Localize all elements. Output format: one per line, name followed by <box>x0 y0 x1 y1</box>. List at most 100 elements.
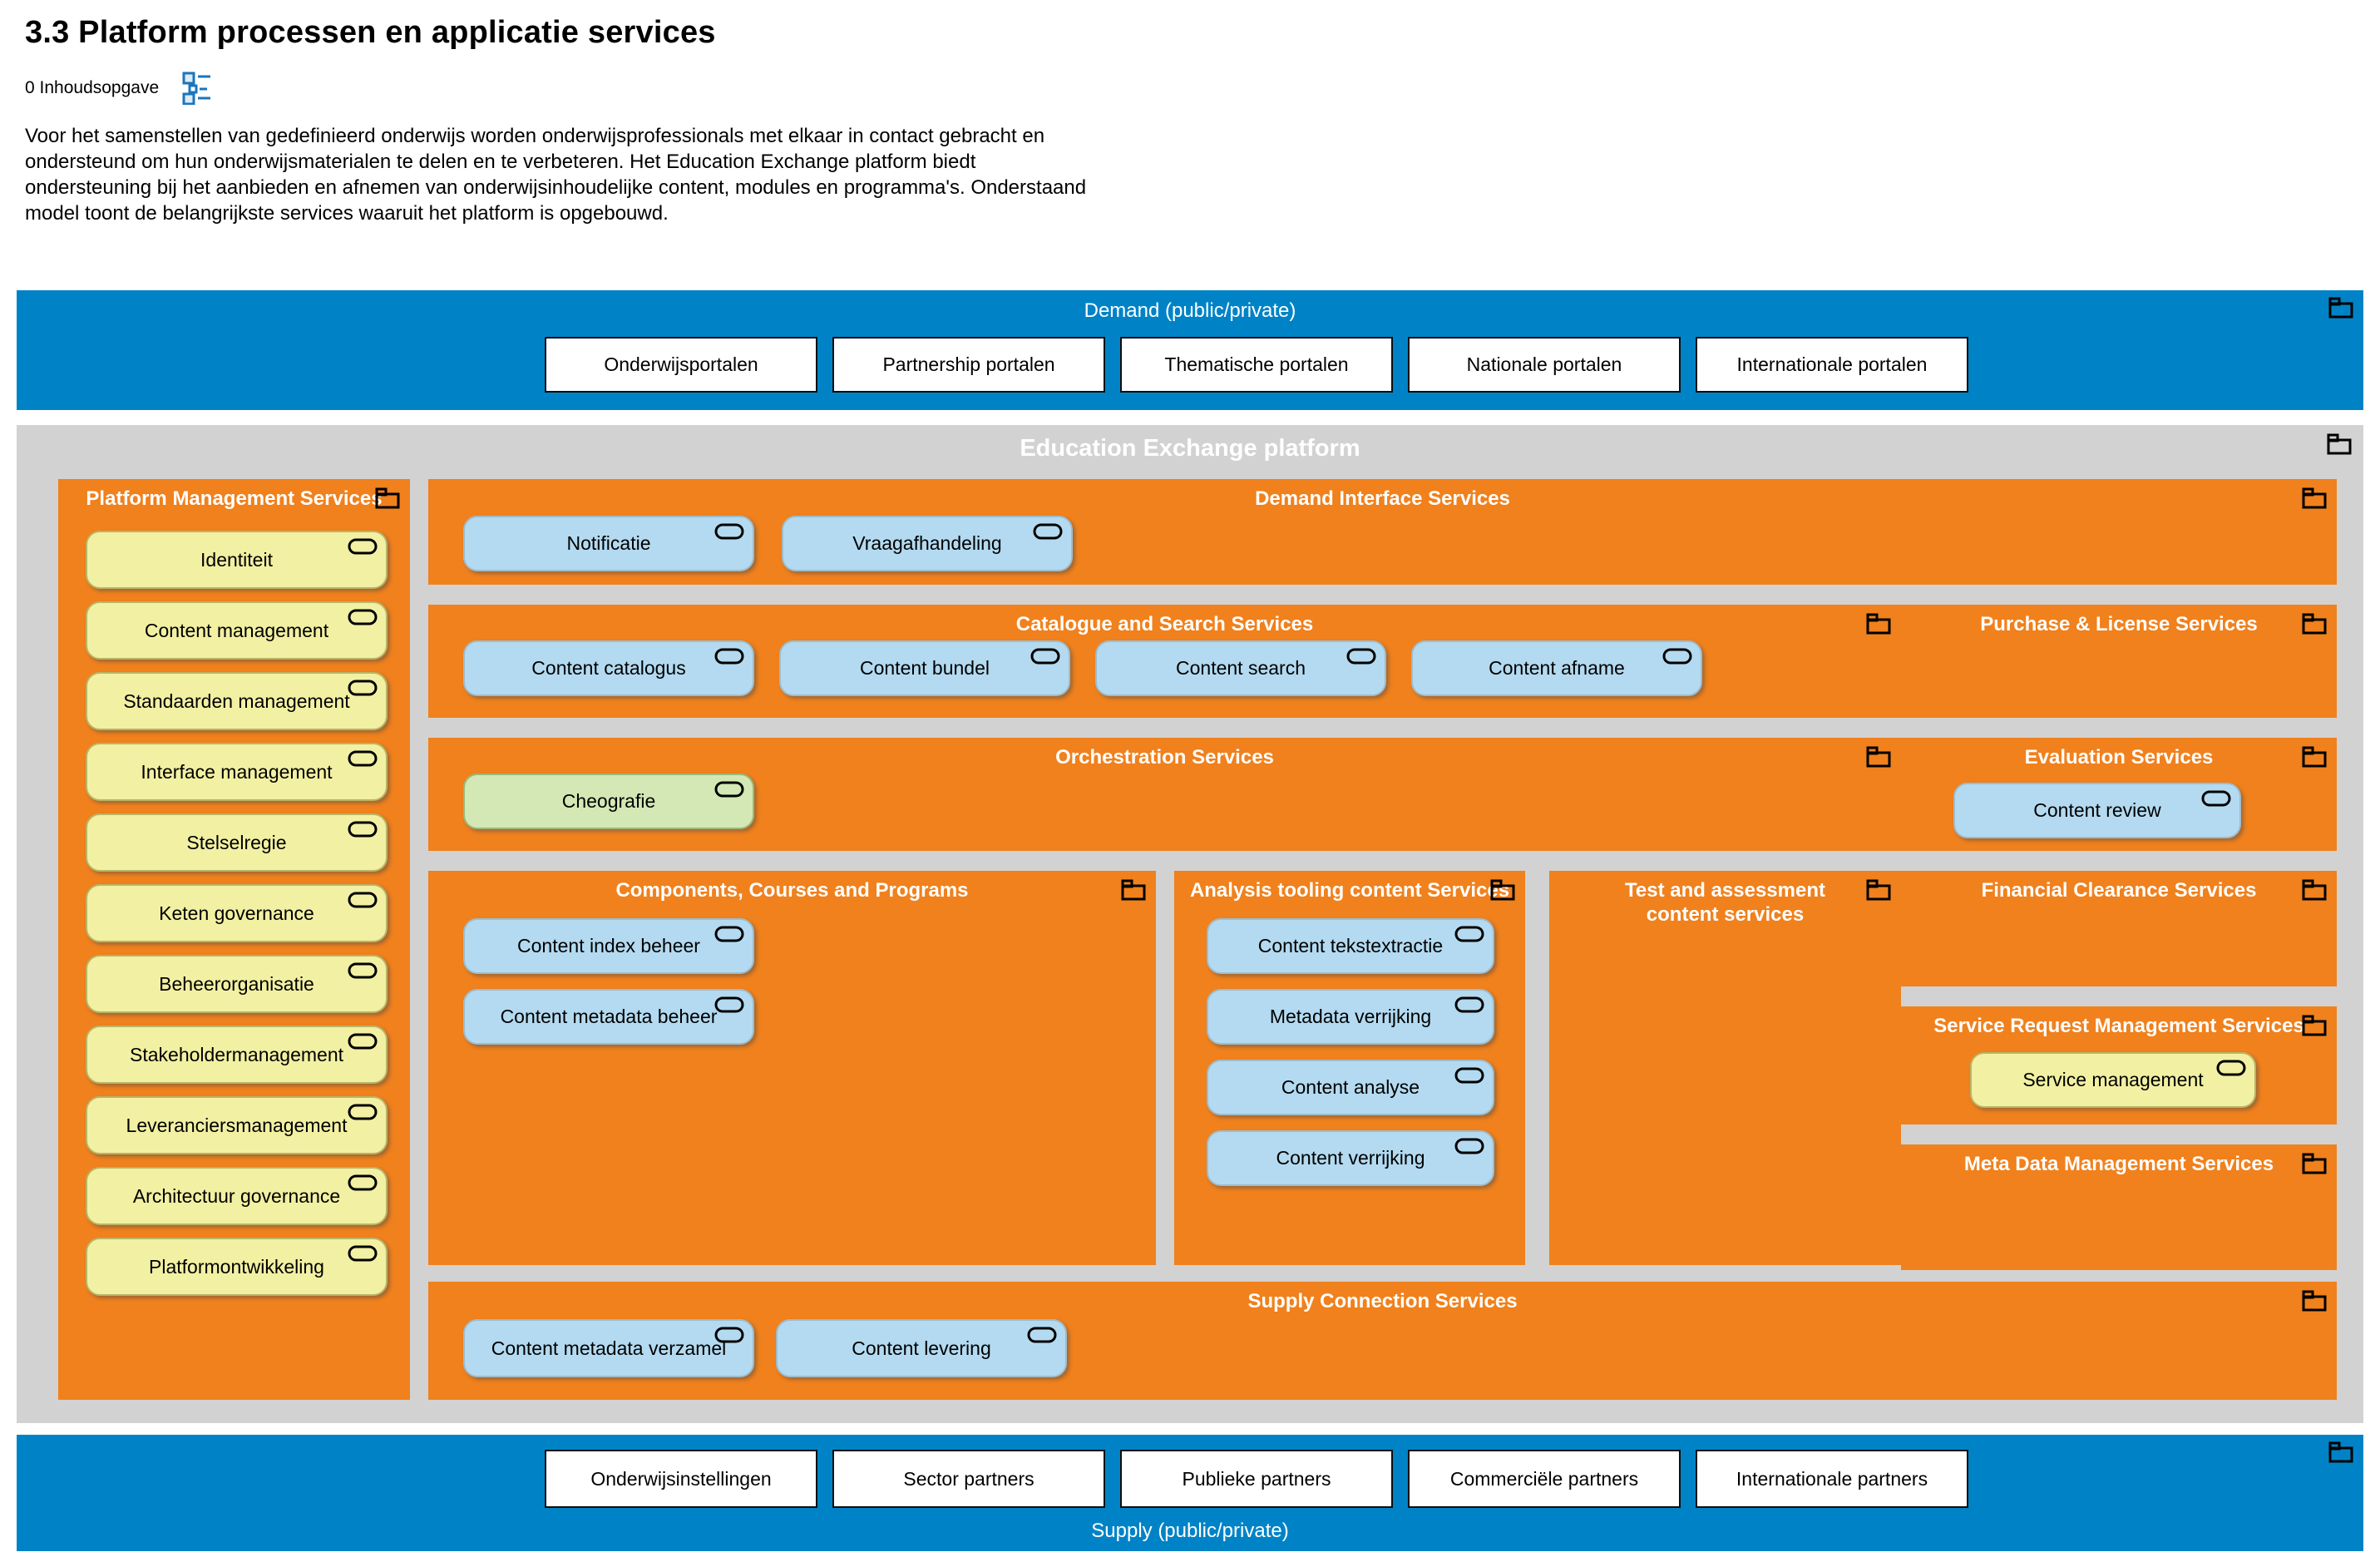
service-content-levering: Content levering <box>776 1319 1067 1377</box>
application-service-icon <box>1030 648 1060 665</box>
group-components-courses-programs: Components, Courses and Programs Content… <box>428 871 1156 1265</box>
application-service-icon <box>1454 1138 1484 1154</box>
education-exchange-platform: Education Exchange platform Platform Man… <box>17 425 2363 1423</box>
application-service-icon <box>348 538 378 555</box>
folder-icon <box>375 487 400 509</box>
service-content-index-beheer: Content index beheer <box>463 918 754 974</box>
service-label: Content verrijking <box>1276 1147 1425 1169</box>
service-label: Content metadata beheer <box>500 1006 718 1027</box>
folder-icon <box>2302 613 2327 635</box>
application-service-icon <box>348 1174 378 1191</box>
application-service-icon <box>1454 926 1484 942</box>
application-service-icon <box>348 962 378 979</box>
folder-icon <box>1866 746 1891 768</box>
service-content-management: Content management <box>86 601 388 660</box>
folder-icon <box>1866 879 1891 901</box>
group-purchase-license-services: Purchase & License Services <box>1901 605 2337 718</box>
folder-icon <box>2328 1441 2353 1463</box>
service-label: Vraagafhandeling <box>852 532 1002 554</box>
service-keten-governance: Keten governance <box>86 884 388 942</box>
application-service-icon <box>714 1327 744 1343</box>
service-label: Content metadata verzamel <box>491 1337 727 1359</box>
service-label: Service management <box>2022 1069 2204 1090</box>
service-content-search: Content search <box>1095 640 1386 696</box>
application-service-icon <box>348 892 378 908</box>
service-content-catalogus: Content catalogus <box>463 640 754 696</box>
application-service-icon <box>714 996 744 1013</box>
application-service-icon <box>714 648 744 665</box>
service-label: Content catalogus <box>531 657 686 679</box>
service-content-afname: Content afname <box>1411 640 1702 696</box>
group-title: Test and assessment content services <box>1625 879 1825 926</box>
group-title: Orchestration Services <box>1055 746 1274 769</box>
service-leveranciersmanagement: Leveranciersmanagement <box>86 1096 388 1154</box>
folder-icon <box>2302 1015 2327 1036</box>
service-content-bundel: Content bundel <box>779 640 1070 696</box>
application-service-icon <box>348 821 378 838</box>
demand-bar-label: Demand (public/private) <box>1084 299 1296 322</box>
service-content-metadata-beheer: Content metadata beheer <box>463 989 754 1045</box>
group-title: Purchase & License Services <box>1980 613 2258 635</box>
service-label: Keten governance <box>159 902 314 924</box>
page-title: 3.3 Platform processen en applicatie ser… <box>25 15 716 50</box>
portal-nationale-portalen: Nationale portalen <box>1408 337 1681 393</box>
service-label: Content review <box>2033 799 2161 821</box>
service-metadata-verrijking: Metadata verrijking <box>1207 989 1494 1045</box>
application-service-icon <box>714 926 744 942</box>
service-label: Content search <box>1176 657 1306 679</box>
partner-onderwijsinstellingen: Onderwijsinstellingen <box>545 1450 817 1508</box>
group-title: Components, Courses and Programs <box>615 879 969 902</box>
supply-bar-label: Supply (public/private) <box>1091 1520 1289 1542</box>
folder-icon <box>2328 297 2353 319</box>
group-title: Analysis tooling content Services <box>1189 879 1510 902</box>
service-content-analyse: Content analyse <box>1207 1060 1494 1115</box>
application-service-icon <box>714 523 744 540</box>
toc-tree-icon[interactable] <box>182 72 212 105</box>
folder-icon <box>2302 746 2327 768</box>
service-label: Stelselregie <box>186 831 287 853</box>
service-label: Platformontwikkeling <box>149 1255 324 1278</box>
group-demand-interface-services: Demand Interface Services Notificatie Vr… <box>428 479 2337 585</box>
service-label: Content tekstextractie <box>1257 935 1444 956</box>
group-title: Platform Management Services <box>86 487 383 510</box>
service-column: Content index beheer Content metadata be… <box>463 918 754 1045</box>
application-service-icon <box>348 1033 378 1050</box>
platform-title: Education Exchange platform <box>1020 435 1360 462</box>
service-label: Interface management <box>141 760 333 783</box>
partner-sector-partners: Sector partners <box>832 1450 1105 1508</box>
application-service-icon <box>348 750 378 767</box>
application-service-icon <box>348 609 378 625</box>
service-beheerorganisatie: Beheerorganisatie <box>86 955 388 1013</box>
service-label: Identiteit <box>200 548 273 571</box>
service-row: Content metadata verzamel Content leveri… <box>463 1319 1067 1377</box>
service-content-verrijking: Content verrijking <box>1207 1130 1494 1186</box>
partner-internationale-partners: Internationale partners <box>1696 1450 1968 1508</box>
service-label: Content management <box>144 619 329 641</box>
toc-row: 0 Inhoudsopgave <box>25 72 212 105</box>
group-test-assessment-content-services: Test and assessment content services <box>1549 871 1901 1265</box>
service-cheografie: Cheografie <box>463 774 754 829</box>
group-platform-management-services: Platform Management Services Identiteit … <box>58 479 410 1400</box>
group-title: Evaluation Services <box>2024 746 2214 769</box>
service-architectuur-governance: Architectuur governance <box>86 1167 388 1225</box>
demand-bar: Demand (public/private) Onderwijsportale… <box>17 290 2363 410</box>
portal-internationale-portalen: Internationale portalen <box>1696 337 1968 393</box>
portal-partnership-portalen: Partnership portalen <box>832 337 1105 393</box>
application-service-icon <box>348 680 378 696</box>
service-label: Content levering <box>852 1337 991 1359</box>
service-vraagafhandeling: Vraagafhandeling <box>782 516 1073 571</box>
portal-onderwijsportalen: Onderwijsportalen <box>545 337 817 393</box>
folder-icon <box>2302 1290 2327 1312</box>
service-interface-management: Interface management <box>86 743 388 801</box>
folder-icon <box>1866 613 1891 635</box>
service-label: Beheerorganisatie <box>159 972 314 995</box>
supply-bar: Onderwijsinstellingen Sector partners Pu… <box>17 1435 2363 1551</box>
service-label: Stakeholdermanagement <box>130 1043 343 1065</box>
application-service-icon <box>714 781 744 798</box>
service-row: Content review <box>1953 783 2241 838</box>
service-label: Content analyse <box>1281 1076 1420 1098</box>
group-evaluation-services: Evaluation Services Content review <box>1901 738 2337 851</box>
portal-thematische-portalen: Thematische portalen <box>1120 337 1393 393</box>
application-service-icon <box>1033 523 1063 540</box>
